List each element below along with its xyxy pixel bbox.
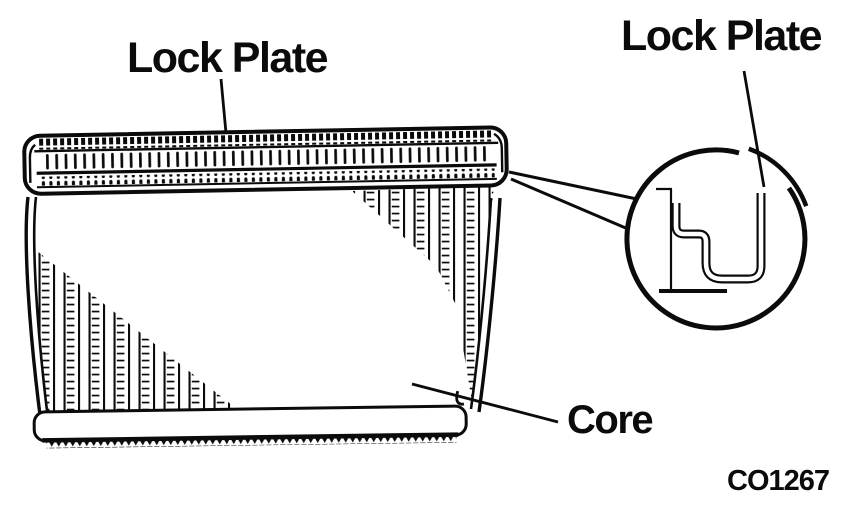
leader-core [411,382,559,424]
bottom-band [32,390,468,449]
label-core: Core [567,398,654,442]
label-lock-plate-top: Lock Plate [127,34,329,82]
leader-lock-plate-detail [742,70,766,188]
fin-area-bottom-left [32,247,247,417]
crimp-row-top [38,130,495,150]
figure-code: CO1267 [727,465,830,497]
leader-lock-plate-top [219,78,228,134]
core-left-edge [24,196,50,424]
lock-plate-cross-section [656,187,766,293]
label-lock-plate-detail: Lock Plate [621,12,823,60]
crimp-row-bottom [38,168,495,186]
callout-wedge [508,170,638,231]
bottom-serration [46,436,457,449]
fin-area-top-right [352,186,494,402]
crimp-row-middle [40,145,491,170]
detail-circle [624,146,809,331]
lock-plate-band [22,125,509,196]
